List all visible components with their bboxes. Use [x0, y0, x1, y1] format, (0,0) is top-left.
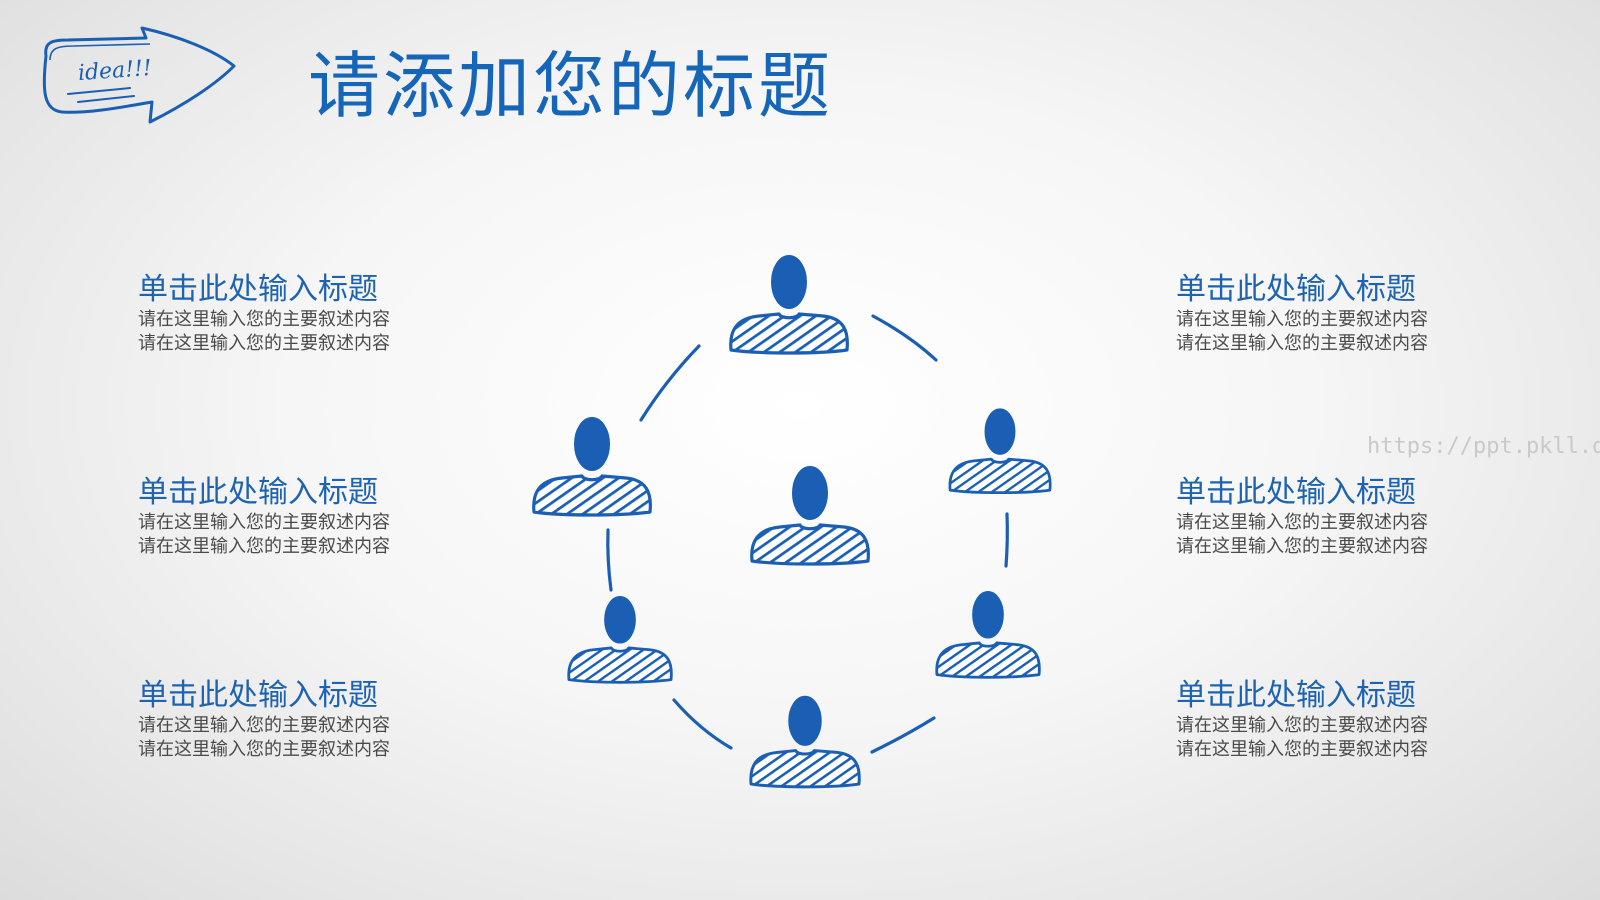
text-block-right-1[interactable]: 单击此处输入标题 请在这里输入您的主要叙述内容 请在这里输入您的主要叙述内容	[1176, 272, 1496, 356]
arrow-icon	[42, 26, 236, 124]
block-body-line[interactable]: 请在这里输入您的主要叙述内容	[1176, 333, 1428, 354]
block-body-line[interactable]: 请在这里输入您的主要叙述内容	[138, 333, 390, 354]
person-icon	[532, 416, 652, 517]
text-block-right-2[interactable]: 单击此处输入标题 请在这里输入您的主要叙述内容 请在这里输入您的主要叙述内容	[1176, 475, 1496, 559]
person-icon	[749, 695, 861, 789]
connector-line	[871, 314, 938, 362]
block-body-line[interactable]: 请在这里输入您的主要叙述内容	[1176, 536, 1428, 557]
block-body-line[interactable]: 请在这里输入您的主要叙述内容	[1176, 715, 1428, 736]
connector-line	[1004, 512, 1009, 568]
block-heading[interactable]: 单击此处输入标题	[138, 678, 378, 713]
block-body-line[interactable]: 请在这里输入您的主要叙述内容	[1176, 309, 1428, 330]
connector-line	[870, 716, 936, 754]
person-icon	[948, 407, 1052, 495]
connector-line	[606, 528, 613, 592]
block-heading[interactable]: 单击此处输入标题	[138, 272, 378, 307]
text-block-right-3[interactable]: 单击此处输入标题 请在这里输入您的主要叙述内容 请在这里输入您的主要叙述内容	[1176, 678, 1496, 762]
block-heading[interactable]: 单击此处输入标题	[1176, 272, 1416, 307]
text-block-left-3[interactable]: 单击此处输入标题 请在这里输入您的主要叙述内容 请在这里输入您的主要叙述内容	[138, 678, 458, 762]
connector-lines	[606, 314, 1009, 754]
block-body-line[interactable]: 请在这里输入您的主要叙述内容	[1176, 739, 1428, 760]
logo-text: idea!!!	[77, 56, 152, 86]
block-heading[interactable]: 单击此处输入标题	[1176, 678, 1416, 713]
idea-arrow-logo: idea!!!	[42, 26, 236, 124]
block-body-line[interactable]: 请在这里输入您的主要叙述内容	[138, 512, 390, 533]
block-body-line[interactable]: 请在这里输入您的主要叙述内容	[138, 536, 390, 557]
text-block-left-1[interactable]: 单击此处输入标题 请在这里输入您的主要叙述内容 请在这里输入您的主要叙述内容	[138, 272, 458, 356]
person-icon	[567, 595, 673, 684]
person-icon	[750, 465, 870, 566]
slide-title[interactable]: 请添加您的标题	[308, 44, 834, 128]
connector-line	[639, 344, 701, 422]
person-icon	[729, 254, 849, 355]
block-body-line[interactable]: 请在这里输入您的主要叙述内容	[138, 309, 390, 330]
block-body-line[interactable]: 请在这里输入您的主要叙述内容	[1176, 512, 1428, 533]
connector-line	[672, 698, 733, 750]
person-icon	[935, 590, 1041, 679]
text-block-left-2[interactable]: 单击此处输入标题 请在这里输入您的主要叙述内容 请在这里输入您的主要叙述内容	[138, 475, 458, 559]
block-body-line[interactable]: 请在这里输入您的主要叙述内容	[138, 715, 390, 736]
block-heading[interactable]: 单击此处输入标题	[1176, 475, 1416, 510]
block-body-line[interactable]: 请在这里输入您的主要叙述内容	[138, 739, 390, 760]
watermark-url: https://ppt.pkll.de	[1367, 434, 1600, 459]
block-heading[interactable]: 单击此处输入标题	[138, 475, 378, 510]
